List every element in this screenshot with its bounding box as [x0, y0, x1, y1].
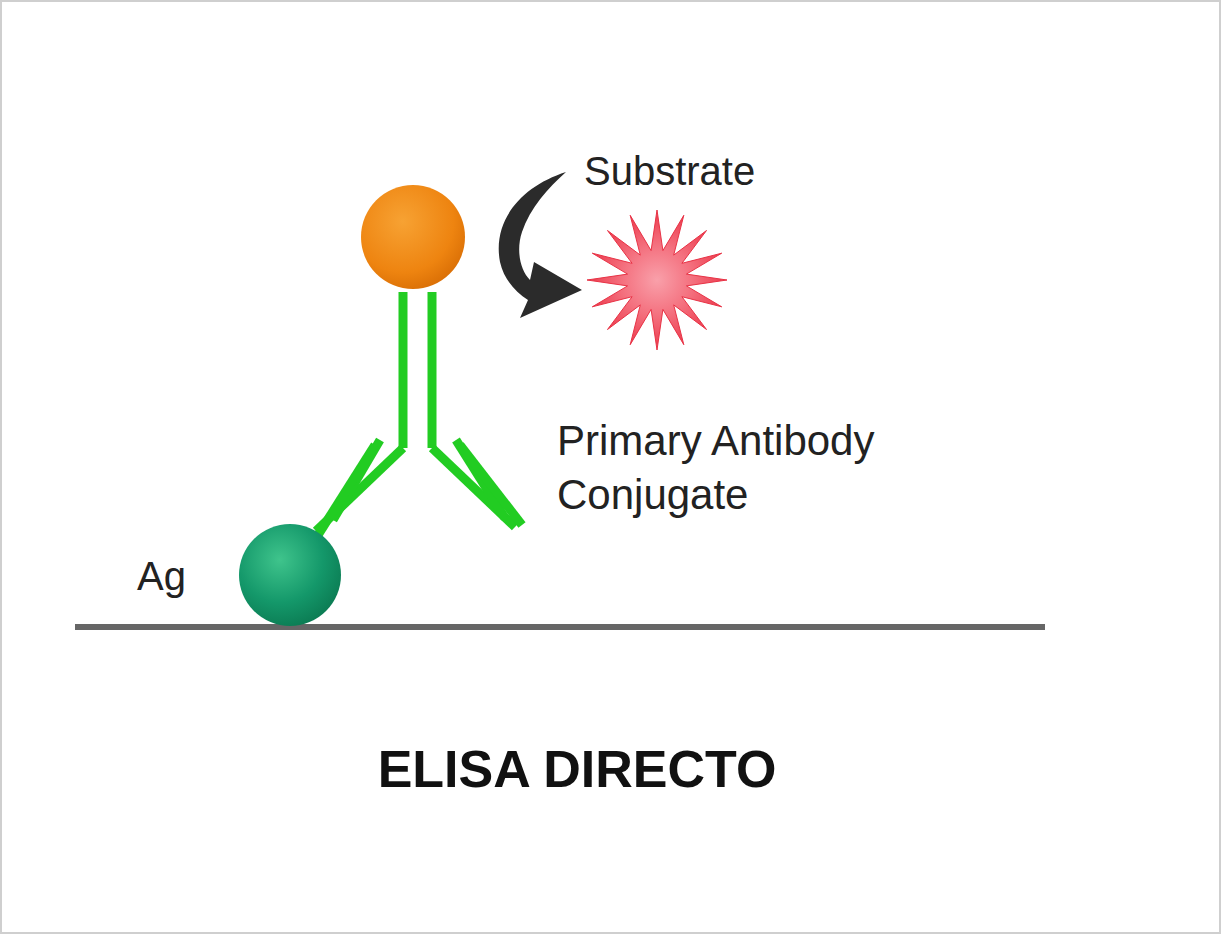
antigen	[239, 524, 341, 626]
antibody-arms	[318, 445, 522, 535]
enzyme	[361, 185, 465, 289]
signal-star	[587, 210, 727, 350]
plate-surface	[75, 624, 1045, 630]
reaction-arrow	[499, 172, 582, 318]
substrate-label: Substrate	[584, 146, 755, 197]
conjugate-label: Primary Antibody Conjugate	[557, 414, 977, 522]
caption: ELISA DIRECTO	[378, 736, 777, 803]
antigen-label: Ag	[137, 551, 186, 602]
